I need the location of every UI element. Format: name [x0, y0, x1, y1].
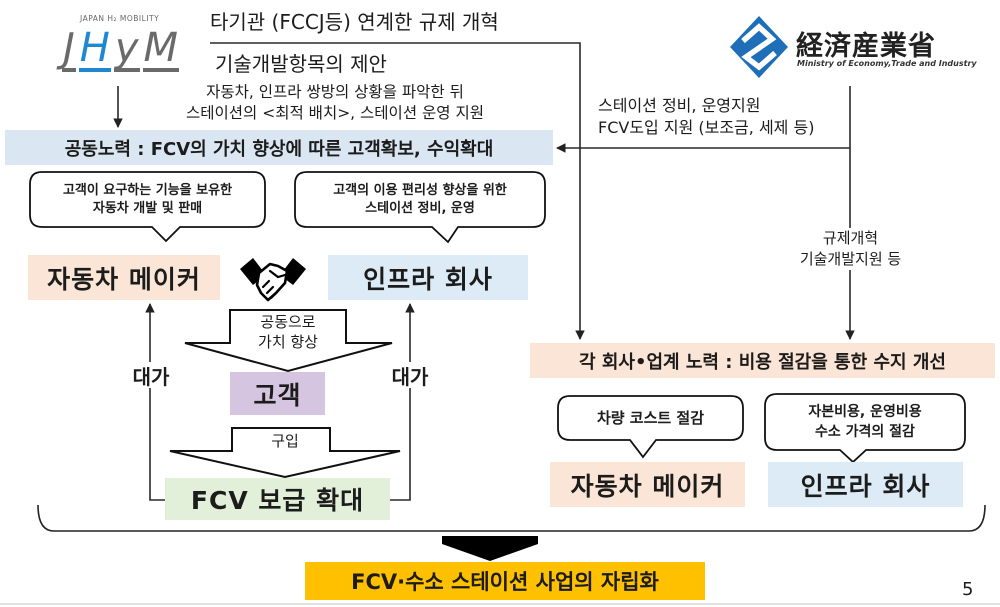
- infra-bubble-text: 고객의 이용 편리성 향상을 위한 스테이션 정비, 운영: [295, 172, 545, 227]
- bubble-line: 스테이션 정비, 운영: [365, 200, 475, 216]
- jhym-letter-m: M: [142, 25, 180, 72]
- purchase-arrow-label: 구입: [271, 432, 299, 450]
- conclusion-box: FCV·수소 스테이션 사업의 자립화: [305, 562, 705, 600]
- arrow-label-line: 가치 향상: [258, 333, 318, 351]
- jhym-wordmark: J H y M: [62, 28, 182, 72]
- handshake-icon: [240, 258, 306, 302]
- joint-value-arrow: [184, 309, 393, 373]
- summary-bracket: [37, 504, 986, 532]
- jhym-letter-h: H: [78, 25, 111, 72]
- infra-company-box: 인프라 회사: [328, 255, 528, 300]
- arrow-label-line: 공동으로: [260, 313, 316, 331]
- regulation-reform-note: 타기관 (FCCJ등) 연계한 규제 개혁: [210, 10, 499, 34]
- customer-box: 고객: [230, 372, 325, 415]
- meti-logo-icon: [730, 16, 788, 78]
- infra-compensation-arrow: [390, 303, 415, 501]
- conclusion-arrow: [442, 536, 538, 561]
- jhym-tagline: JAPAN H₂ MOBILITY: [80, 14, 160, 23]
- jhym-letter-y: y: [113, 25, 140, 72]
- jhym-role-line: 스테이션의 <최적 배치>, 스테이션 운영 지원: [186, 104, 484, 122]
- bubble-line: 고객의 이용 편리성 향상을 위한: [333, 182, 507, 198]
- meti-name: 経済産業省: [796, 31, 936, 62]
- vehicle-cost-speech-bubble: [557, 395, 744, 459]
- purchase-arrow: [169, 427, 401, 479]
- bubble-line: 자동차 개발 및 판매: [92, 200, 203, 216]
- infra-company-box-right: 인프라 회사: [768, 462, 963, 507]
- meti-support-line: FCV도입 지원 (보조금, 세제 등): [598, 118, 815, 137]
- meti-regulation-line: 기술개발지원 등: [799, 250, 902, 268]
- jhym-role-line: 자동차, 인프라 쌍방의 상황을 파악한 뒤: [206, 83, 464, 101]
- compensation-left-label: 대가: [128, 362, 174, 388]
- infra-cost-bubble-text: 자본비용, 운영비용 수소 가격의 절감: [765, 394, 965, 450]
- meti-regulation-label: 규제개혁 기술개발지원 등: [778, 228, 923, 270]
- joint-effort-title: 공동노력 : FCV의 가치 향상에 따른 고객확보, 수익확대: [5, 130, 553, 165]
- car-maker-speech-bubble: [29, 171, 266, 243]
- jhym-logo: JAPAN H₂ MOBILITY J H y M: [58, 12, 190, 78]
- meti-support-text: 스테이션 정비, 운영지원 FCV도입 지원 (보조금, 세제 등): [598, 95, 814, 139]
- bubble-line: 고객이 요구하는 기능을 보유한: [62, 182, 233, 198]
- individual-effort-title: 각 회사•업계 노력 : 비용 절감을 통한 수지 개선: [530, 343, 995, 378]
- infra-speech-bubble: [294, 171, 546, 244]
- jhym-letter-j: J: [62, 25, 76, 72]
- compensation-right-label: 대가: [387, 362, 433, 388]
- jhym-role-text: 자동차, 인프라 쌍방의 상황을 파악한 뒤 스테이션의 <최적 배치>, 스테…: [150, 82, 520, 124]
- infra-cost-speech-bubble: [764, 393, 966, 464]
- car-maker-compensation-arrow: [145, 303, 166, 501]
- bubble-line: 자본비용, 운영비용: [808, 404, 922, 420]
- car-maker-box-right: 자동차 메이커: [550, 462, 745, 507]
- tech-proposal-note: 기술개발항목의 제안: [215, 52, 387, 76]
- regulation-to-individual-effort-arrow: [210, 42, 585, 340]
- bubble-line: 수소 가격의 절감: [815, 424, 915, 440]
- fcv-spread-box: FCV 보급 확대: [165, 478, 390, 520]
- vehicle-cost-bubble-text: 차량 코스트 절감: [558, 396, 743, 440]
- meti-subtitle: Ministry of Economy,Trade and Industry: [797, 59, 977, 68]
- meti-support-line: 스테이션 정비, 운영지원: [598, 96, 761, 115]
- car-maker-bubble-text: 고객이 요구하는 기능을 보유한 자동차 개발 및 판매: [30, 172, 265, 227]
- page-number: 5: [962, 579, 974, 600]
- bubble-line: 차량 코스트 절감: [596, 409, 705, 427]
- meti-regulation-line: 규제개혁: [822, 229, 879, 247]
- car-maker-box: 자동차 메이커: [28, 255, 220, 300]
- joint-value-arrow-label: 공동으로 가치 향상: [238, 312, 338, 352]
